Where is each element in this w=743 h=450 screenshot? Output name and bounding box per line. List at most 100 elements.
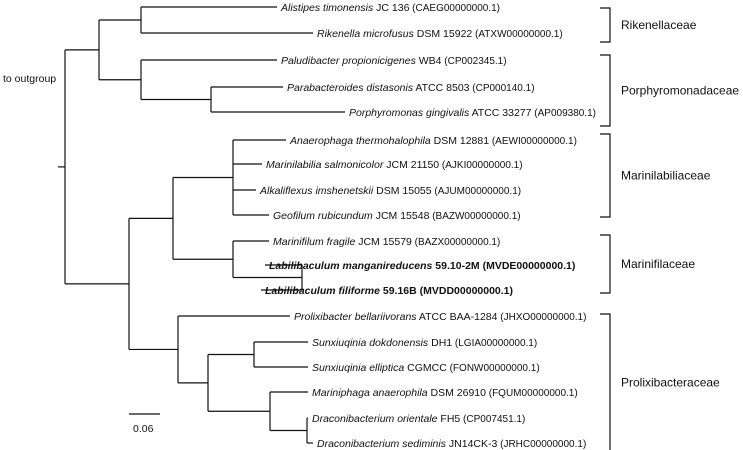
family-bracket-2	[600, 133, 611, 218]
taxon-strain: JN14CK-3	[446, 438, 498, 450]
taxon-strain: JCM 15579	[355, 236, 412, 248]
family-bracket-3	[600, 234, 611, 294]
taxon-accession: (JRHC00000000.1)	[497, 439, 586, 450]
taxon-label-4: Porphyromonas gingivalis ATCC 33277 (AP0…	[349, 107, 596, 119]
taxon-species: orientale	[394, 413, 437, 425]
taxon-species: manganireducens	[340, 260, 433, 272]
taxon-genus: Alistipes	[280, 2, 321, 14]
taxon-species: bellariivorans	[352, 311, 418, 323]
taxon-label-16: Draconibacterium orientale FH5 (CP007451…	[312, 413, 525, 425]
taxon-labels: Alistipes timonensis JC 136 (CAEG0000000…	[259, 2, 596, 450]
taxon-species: propionicigenes	[339, 55, 416, 67]
taxon-species: gingivalis	[423, 107, 470, 119]
taxon-species: salmonicolor	[321, 159, 383, 171]
taxon-genus: Draconibacterium	[317, 438, 400, 450]
scale-label: 0.06	[133, 423, 154, 435]
taxon-accession: (MVDE00000000.1)	[480, 260, 576, 272]
taxon-label-2: Paludibacter propionicigenes WB4 (CP0023…	[281, 55, 507, 67]
taxon-label-0: Alistipes timonensis JC 136 (CAEG0000000…	[280, 2, 500, 14]
taxon-accession: (AP009380.1)	[532, 108, 597, 119]
taxon-species: anaerophila	[370, 387, 428, 399]
taxon-label-15: Mariniphaga anaerophila DSM 26910 (FQUM0…	[312, 387, 578, 399]
taxon-genus: Labilibaculum	[265, 285, 336, 297]
taxon-label-14: Sunxiuqinia elliptica CGMCC (FONW0000000…	[312, 362, 540, 374]
family-bracket-1	[600, 54, 611, 127]
taxon-strain: FH5	[438, 413, 461, 425]
taxon-genus: Sunxiuqinia	[312, 337, 366, 349]
taxon-strain: DSM 15055	[373, 185, 432, 197]
taxon-label-12: Prolixibacter bellariivorans ATCC BAA-12…	[294, 311, 586, 323]
taxon-label-5: Anaerophaga thermohalophila DSM 12881 (A…	[289, 135, 577, 147]
taxon-label-17: Draconibacterium sediminis JN14CK-3 (JRH…	[317, 438, 586, 450]
family-brackets: RikenellaceaePorphyromonadaceaeMarinilab…	[600, 7, 739, 450]
taxon-strain: 59.10-2M	[432, 260, 480, 272]
taxon-strain: DSM 15922	[414, 28, 473, 40]
taxon-species: elliptica	[366, 362, 404, 374]
taxon-genus: Alkaliflexus	[259, 185, 313, 197]
taxon-species: distasonis	[363, 82, 413, 94]
taxon-label-7: Alkaliflexus imshenetskii DSM 15055 (AJU…	[259, 185, 521, 197]
taxon-strain: CGMCC	[404, 362, 447, 374]
taxon-genus: Anaerophaga	[289, 135, 353, 147]
taxon-genus: Labilibaculum	[269, 260, 340, 272]
taxon-species: filiforme	[336, 285, 380, 297]
family-bracket-4	[600, 313, 611, 450]
taxon-genus: Parabacteroides	[287, 82, 364, 94]
taxon-accession: (CP007451.1)	[460, 414, 525, 425]
family-label-2: Marinilabiliaceae	[621, 169, 711, 183]
taxon-genus: Rikenella	[317, 28, 360, 40]
taxon-accession: (AEWI00000000.1)	[489, 136, 577, 147]
taxon-accession: (BAZX00000000.1)	[412, 237, 500, 248]
taxon-species: fragile	[324, 236, 356, 248]
family-bracket-0	[600, 7, 611, 43]
taxon-genus: Paludibacter	[281, 55, 340, 67]
taxon-label-8: Geofilum rubicundum JCM 15548 (BAZW00000…	[273, 210, 521, 222]
taxon-genus: Geofilum	[273, 210, 315, 222]
taxon-genus: Prolixibacter	[294, 311, 352, 323]
taxon-label-1: Rikenella microfusus DSM 15922 (ATXW0000…	[317, 28, 563, 40]
taxon-species: microfusus	[360, 28, 414, 40]
family-label-3: Marinifilaceae	[621, 257, 695, 271]
taxon-strain: JCM 21150	[383, 159, 439, 171]
taxon-genus: Marinilabilia	[266, 159, 322, 171]
tree-branches	[58, 6, 345, 444]
taxon-strain: ATCC BAA-1284	[417, 311, 498, 323]
taxon-strain: DSM 26910	[428, 387, 487, 399]
outgroup-label: to outgroup	[3, 73, 56, 85]
family-label-4: Prolixibacteraceae	[621, 376, 720, 390]
taxon-strain: JC 136	[373, 2, 409, 14]
taxon-accession: (AJUM00000000.1)	[432, 186, 522, 197]
taxon-strain: 59.16B	[380, 285, 417, 297]
taxon-label-13: Sunxiuqinia dokdonensis DH1 (LGIA0000000…	[312, 337, 537, 349]
taxon-accession: (CAEG00000000.1)	[409, 3, 500, 14]
taxon-label-3: Parabacteroides distasonis ATCC 8503 (CP…	[287, 82, 535, 94]
taxon-accession: (FQUM00000000.1)	[486, 388, 578, 399]
taxon-genus: Draconibacterium	[312, 413, 395, 425]
taxon-species: dokdonensis	[366, 337, 429, 349]
taxon-species: thermohalophila	[353, 135, 431, 147]
taxon-label-6: Marinilabilia salmonicolor JCM 21150 (AJ…	[266, 159, 523, 171]
taxon-species: rubicundum	[315, 210, 373, 222]
family-label-0: Rikenellaceae	[621, 18, 697, 32]
taxon-strain: ATCC 8503	[413, 82, 470, 94]
taxon-species: imshenetskii	[313, 185, 374, 197]
taxon-accession: (ATXW00000000.1)	[472, 29, 562, 40]
taxon-label-11: Labilibaculum filiforme 59.16B (MVDD0000…	[265, 285, 513, 297]
taxon-accession: (CP000140.1)	[470, 83, 535, 94]
taxon-species: sediminis	[399, 438, 446, 450]
taxon-accession: (AJKI00000000.1)	[439, 160, 522, 171]
taxon-accession: (BAZW00000000.1)	[429, 211, 520, 222]
taxon-genus: Sunxiuqinia	[312, 362, 366, 374]
taxon-accession: (JHXO00000000.1)	[498, 312, 587, 323]
family-label-1: Porphyromonadaceae	[621, 84, 739, 98]
taxon-strain: DH1	[428, 337, 452, 349]
taxon-genus: Mariniphaga	[312, 387, 370, 399]
taxon-genus: Porphyromonas	[349, 107, 424, 119]
taxon-genus: Marinifilum	[273, 236, 324, 248]
taxon-strain: DSM 12881	[431, 135, 490, 147]
taxon-accession: (FONW00000000.1)	[447, 363, 540, 374]
taxon-strain: ATCC 33277	[469, 107, 531, 119]
taxon-accession: (LGIA00000000.1)	[452, 338, 537, 349]
taxon-accession: (MVDD00000000.1)	[417, 285, 513, 297]
